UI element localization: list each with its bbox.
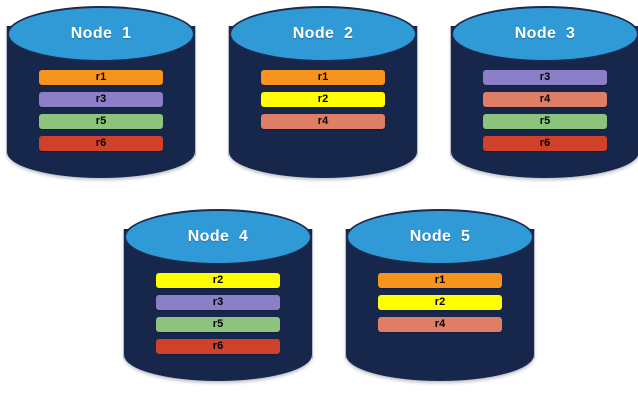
data-item-bar[interactable]: r2	[156, 273, 280, 288]
node-title: Node 5	[409, 228, 471, 245]
data-item-bar[interactable]: r5	[156, 317, 280, 332]
data-item-bar[interactable]: r6	[156, 339, 280, 354]
database-node[interactable]: Node 4 r2 r3 r5 r6	[123, 209, 313, 389]
data-item-bar[interactable]: r2	[261, 92, 385, 107]
node-cylinder-top	[229, 6, 417, 62]
data-item-bar[interactable]: r1	[378, 273, 502, 288]
data-item-bar[interactable]: r5	[483, 114, 607, 129]
database-node[interactable]: Node 1 r1 r3 r5 r6	[6, 6, 196, 186]
data-item-bar[interactable]: r5	[39, 114, 163, 129]
data-item-bar[interactable]: r4	[261, 114, 385, 129]
node-title: Node 1	[70, 25, 132, 42]
node-item-list: r3 r4 r5 r6	[483, 70, 607, 151]
node-cylinder-top	[346, 209, 534, 265]
node-item-list: r1 r3 r5 r6	[39, 70, 163, 151]
node-item-list: r1 r2 r4	[261, 70, 385, 129]
data-item-bar[interactable]: r4	[483, 92, 607, 107]
node-title: Node 2	[292, 25, 354, 42]
database-node[interactable]: Node 3 r3 r4 r5 r6	[450, 6, 638, 186]
data-item-bar[interactable]: r6	[483, 136, 607, 151]
data-item-bar[interactable]: r3	[156, 295, 280, 310]
data-item-bar[interactable]: r4	[378, 317, 502, 332]
node-title: Node 3	[514, 25, 576, 42]
data-item-bar[interactable]: r3	[39, 92, 163, 107]
node-title: Node 4	[187, 228, 249, 245]
node-item-list: r2 r3 r5 r6	[156, 273, 280, 354]
node-item-list: r1 r2 r4	[378, 273, 502, 332]
node-cylinder-top	[124, 209, 312, 265]
database-node[interactable]: Node 2 r1 r2 r4	[228, 6, 418, 186]
data-item-bar[interactable]: r3	[483, 70, 607, 85]
data-item-bar[interactable]: r1	[39, 70, 163, 85]
database-node[interactable]: Node 5 r1 r2 r4	[345, 209, 535, 389]
data-item-bar[interactable]: r6	[39, 136, 163, 151]
data-item-bar[interactable]: r2	[378, 295, 502, 310]
node-cylinder-top	[7, 6, 195, 62]
data-item-bar[interactable]: r1	[261, 70, 385, 85]
